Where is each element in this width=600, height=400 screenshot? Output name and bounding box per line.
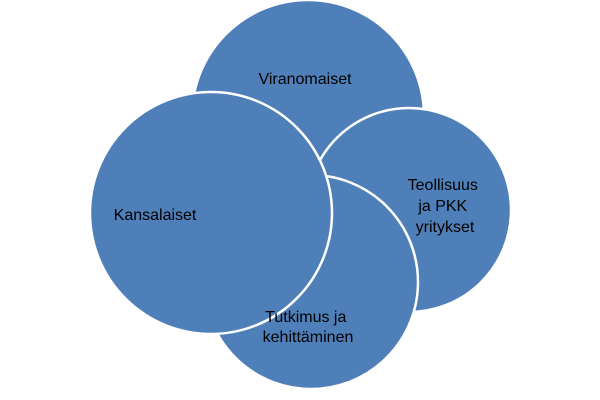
label-kansalaiset: Kansalaiset [114, 207, 197, 224]
label-tutkimus: Tutkimus ja kehittäminen [263, 309, 354, 346]
circle-kansalaiset [88, 90, 334, 336]
label-teollisuus: Teollisuus ja PKK yritykset [408, 177, 483, 236]
label-viranomaiset: Viranomaiset [258, 71, 352, 88]
